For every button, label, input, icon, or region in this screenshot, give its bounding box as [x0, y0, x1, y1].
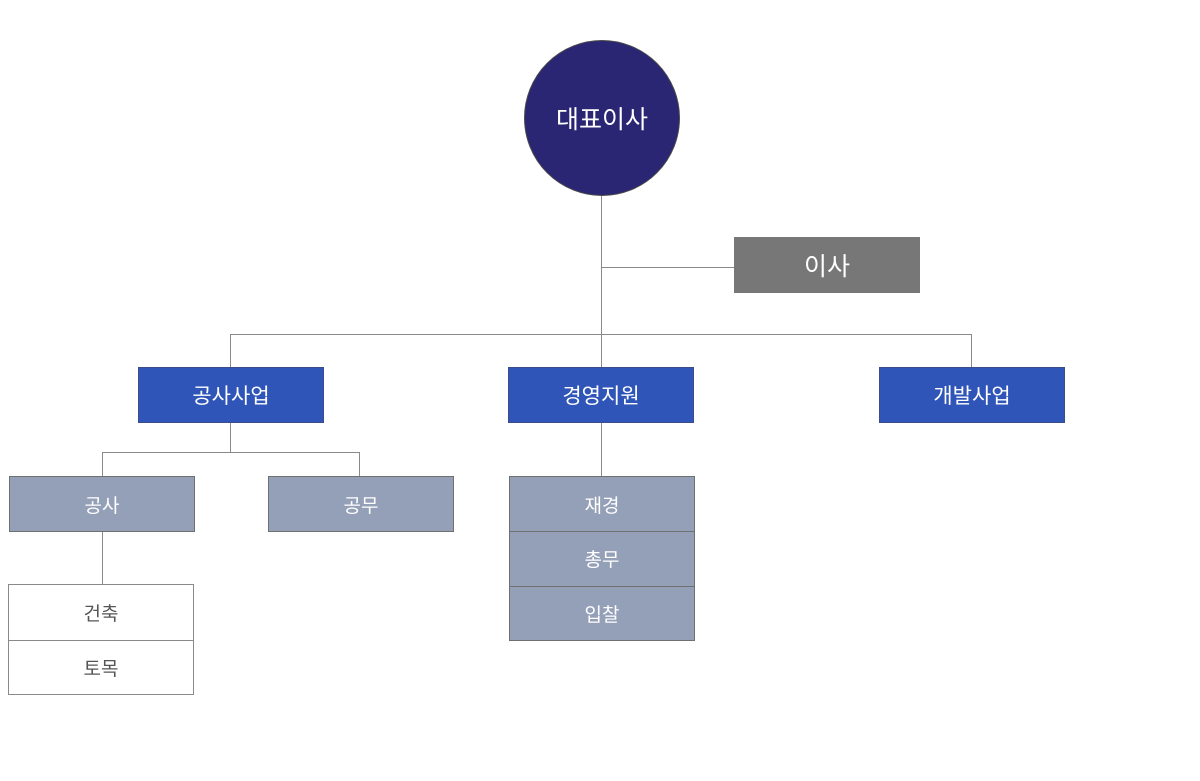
connector-director-branch: [601, 267, 734, 268]
connector-division-1-drop: [230, 334, 231, 367]
team-engineering-admin[interactable]: 공무: [268, 476, 454, 532]
unit-finance[interactable]: 재경: [510, 477, 694, 531]
ceo-node[interactable]: 대표이사: [524, 40, 680, 196]
unit-architecture[interactable]: 건축: [9, 585, 193, 640]
ceo-label: 대표이사: [555, 105, 648, 134]
construction-unit-list: 건축 토목: [8, 584, 194, 695]
connector-division-3-drop: [971, 334, 972, 367]
unit-label: 건축: [83, 602, 119, 625]
unit-general-affairs[interactable]: 총무: [510, 531, 694, 585]
unit-label: 입찰: [584, 603, 620, 626]
director-node[interactable]: 이사: [734, 237, 920, 293]
connector-division-bar: [230, 334, 972, 335]
division-label: 개발사업: [933, 384, 1011, 408]
unit-label: 재경: [584, 494, 620, 517]
division-label: 공사사업: [192, 384, 270, 408]
team-label: 공사: [84, 494, 120, 517]
division-management-support[interactable]: 경영지원: [508, 367, 694, 423]
connector-division-1-down: [230, 423, 231, 452]
connector-ceo-trunk: [601, 196, 602, 367]
management-unit-list: 재경 총무 입찰: [509, 476, 695, 641]
division-development[interactable]: 개발사업: [879, 367, 1065, 423]
connector-division-2-units: [601, 423, 602, 476]
division-construction[interactable]: 공사사업: [138, 367, 324, 423]
team-construction[interactable]: 공사: [9, 476, 195, 532]
connector-team-2-drop: [359, 452, 360, 476]
connector-team-bar: [102, 452, 360, 453]
connector-team-1-drop: [102, 452, 103, 476]
unit-label: 총무: [584, 549, 620, 572]
unit-label: 토목: [83, 657, 119, 680]
unit-civil-engineering[interactable]: 토목: [9, 639, 193, 695]
division-label: 경영지원: [562, 384, 640, 408]
unit-bidding[interactable]: 입찰: [510, 585, 694, 640]
team-label: 공무: [343, 494, 379, 517]
connector-team-1-units: [102, 532, 103, 584]
director-label: 이사: [803, 252, 850, 281]
